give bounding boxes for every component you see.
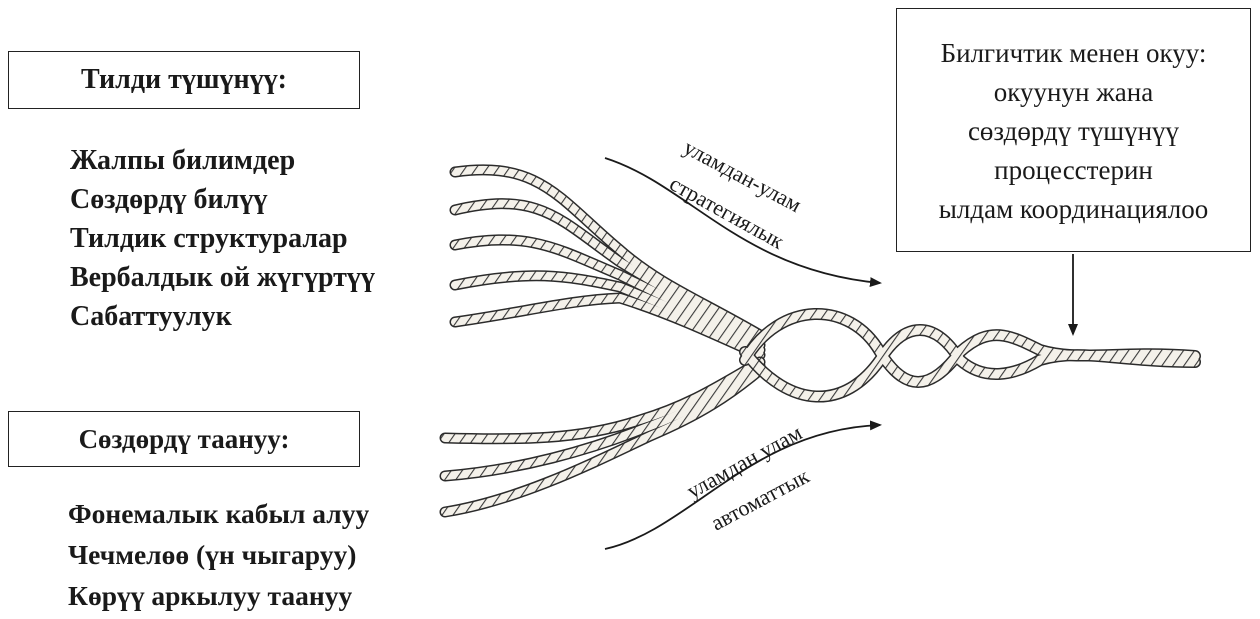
word-recognition-title-box: Сөздөрдү таануу: <box>8 411 360 467</box>
language-comprehension-item: Жалпы билимдер <box>70 141 375 180</box>
word-recognition-item: Фонемалык кабыл алуу <box>68 493 369 534</box>
language-comprehension-item: Тилдик структуралар <box>70 219 375 258</box>
word-recognition-item: Чечмелөө (үн чыгаруу) <box>68 534 369 575</box>
skilled-reading-line: Билгичтик менен окуу: <box>941 34 1207 73</box>
skilled-reading-line: ылдам координациялоо <box>939 190 1208 229</box>
word-recognition-title: Сөздөрдү таануу: <box>79 424 290 455</box>
language-comprehension-title-box: Тилди түшүнүү: <box>8 51 360 109</box>
word-recognition-list: Фонемалык кабыл алуу Чечмелөө (үн чыгару… <box>68 493 369 616</box>
skilled-reading-box: Билгичтик менен окуу: окуунун жана сөздө… <box>896 8 1251 252</box>
language-comprehension-item: Сөздөрдү билүү <box>70 180 375 219</box>
skilled-reading-line: окуунун жана <box>994 73 1153 112</box>
word-recognition-item: Көрүү аркылуу таануу <box>68 575 369 616</box>
language-comprehension-title: Тилди түшүнүү: <box>81 64 287 96</box>
braided-rope <box>745 314 1195 397</box>
language-comprehension-item: Сабаттуулук <box>70 297 375 336</box>
language-comprehension-list: Жалпы билимдер Сөздөрдү билүү Тилдик стр… <box>70 141 375 336</box>
skilled-reading-line: сөздөрдү түшүнүү <box>968 112 1179 151</box>
skilled-reading-line: процесстерин <box>994 151 1153 190</box>
language-comprehension-item: Вербалдык ой жүгүртүү <box>70 258 375 297</box>
